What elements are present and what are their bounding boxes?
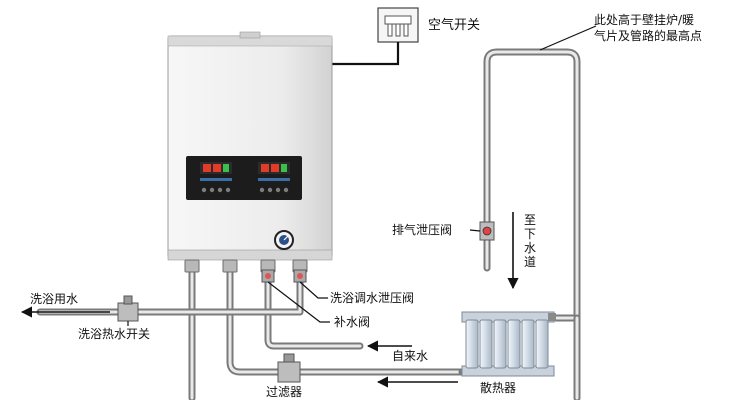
refill-valve-icon	[261, 269, 275, 283]
flow-arrows	[20, 212, 519, 388]
pipe-high-loop	[483, 48, 581, 322]
radiator-icon	[461, 311, 556, 377]
label-tap-water: 自来水	[392, 349, 428, 363]
label-downward-2: 下	[524, 227, 536, 241]
label-bath-relief-valve: 洗浴调水泄压阀	[330, 291, 414, 305]
label-filter: 过滤器	[266, 385, 302, 399]
air-switch	[332, 7, 419, 66]
label-exhaust-valve: 排气泄压阀	[392, 222, 452, 237]
wall-boiler	[167, 31, 333, 273]
label-air-switch: 空气开关	[428, 17, 480, 33]
annotation-lines	[127, 25, 597, 326]
label-highest-point-1: 此处高于壁挂炉/暖	[594, 12, 694, 27]
exhaust-valve-icon	[479, 221, 495, 241]
label-refill-valve: 补水阀	[334, 315, 370, 329]
label-radiator: 散热器	[480, 380, 516, 395]
label-downward-1: 至	[524, 213, 536, 227]
bath-hot-switch-icon	[117, 295, 139, 322]
label-bath-hot-switch: 洗浴热水开关	[78, 327, 150, 341]
bath-relief-valve-icon	[293, 269, 307, 283]
label-highest-point-2: 气片及管路的最高点	[594, 28, 702, 43]
filter-icon	[277, 353, 301, 383]
label-downward-3: 水	[524, 241, 536, 255]
pipe-bath-hot	[36, 276, 304, 316]
label-bath-water: 洗浴用水	[30, 292, 78, 306]
label-downward-4: 道	[524, 255, 536, 269]
pressure-gauge-icon	[274, 230, 294, 250]
